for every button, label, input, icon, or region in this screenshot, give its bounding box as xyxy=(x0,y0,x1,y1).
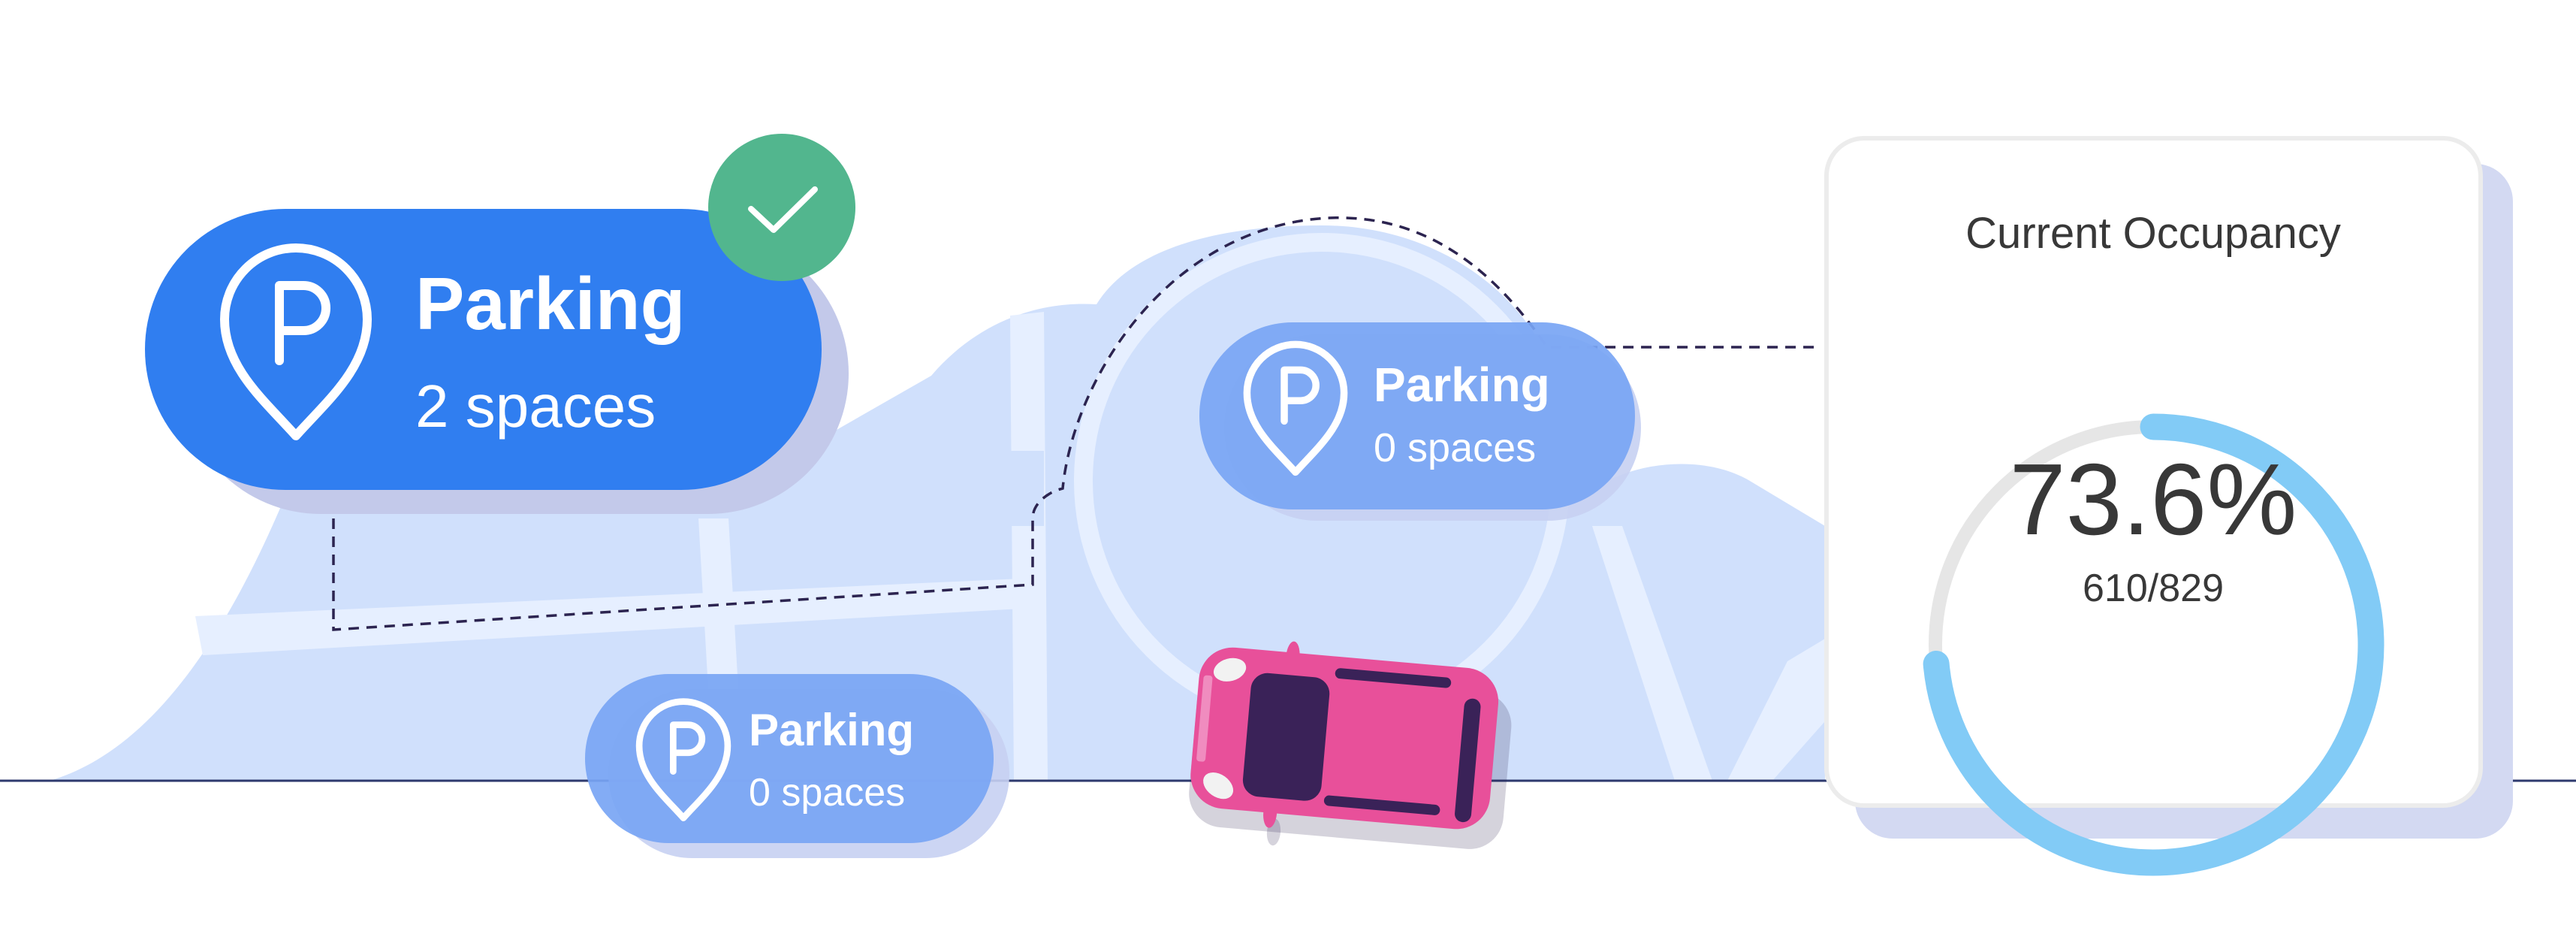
parking-pin-2[interactable]: Parking 0 spaces xyxy=(1199,322,1641,521)
route-line xyxy=(332,216,1817,631)
pin-spaces: 0 spaces xyxy=(1374,425,1536,470)
occupancy-count: 610/829 xyxy=(2083,567,2224,610)
pin-spaces: 2 spaces xyxy=(415,373,656,440)
windshield xyxy=(1242,673,1330,801)
pill-background xyxy=(145,209,822,490)
pin-title: Parking xyxy=(415,262,685,345)
road xyxy=(1010,312,1048,781)
occupancy-percent: 73.6% xyxy=(2010,443,2297,556)
pin-spaces: 0 spaces xyxy=(749,771,905,815)
parking-pin-icon xyxy=(1243,340,1348,476)
check-icon xyxy=(748,186,818,233)
parking-pin-1[interactable]: Parking 2 spaces xyxy=(145,134,855,514)
road xyxy=(1010,451,1044,526)
check-badge xyxy=(708,134,855,281)
car-bumper xyxy=(1196,675,1213,762)
occupancy-card: Current Occupancy 73.6% 610/829 xyxy=(1824,136,2513,876)
headlight xyxy=(1213,657,1247,682)
pin-title: Parking xyxy=(1374,358,1550,412)
card-title: Current Occupancy xyxy=(1965,209,2341,258)
road xyxy=(1727,639,1825,781)
gauge-fill xyxy=(1923,413,2384,876)
car xyxy=(1189,641,1512,849)
card-background xyxy=(1824,136,2483,808)
rear-window xyxy=(1455,698,1481,823)
parking-pin-icon xyxy=(635,698,731,821)
pill-background xyxy=(585,674,994,843)
parking-pin-3[interactable]: Parking 0 spaces xyxy=(585,674,1009,858)
side-stripe xyxy=(1335,668,1452,688)
side-stripe xyxy=(1323,795,1440,815)
headlight xyxy=(1203,772,1234,800)
parking-pin-icon xyxy=(220,243,372,440)
road xyxy=(1592,526,1712,781)
route-path xyxy=(332,216,1817,631)
pill-background xyxy=(1199,322,1635,509)
pin-title: Parking xyxy=(749,705,914,755)
road xyxy=(195,579,1021,655)
